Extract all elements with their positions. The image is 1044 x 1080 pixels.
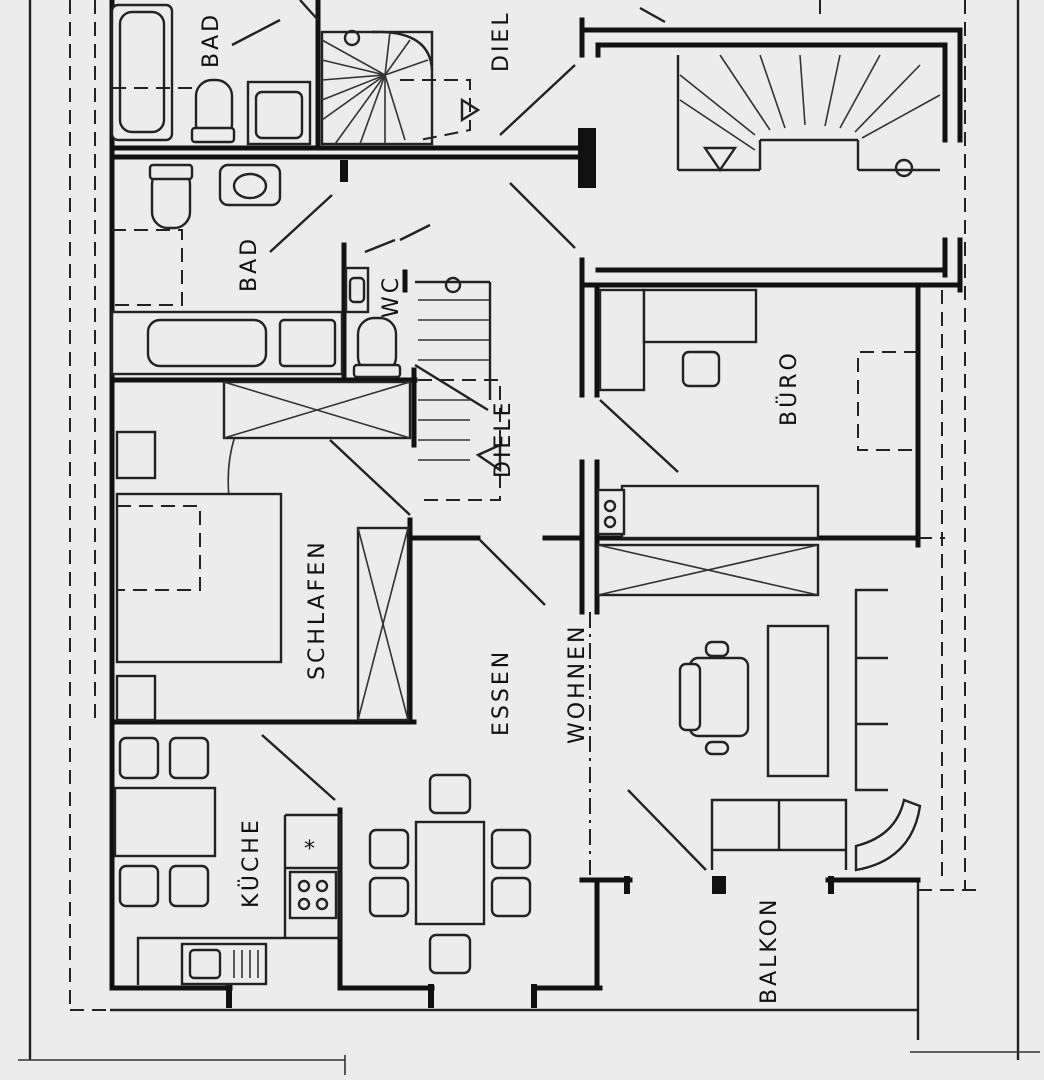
coffee-table-icon [766, 624, 830, 778]
dashed-outlines [69, 0, 980, 1011]
chair-icon [168, 864, 210, 908]
dining-furniture [368, 773, 532, 975]
chair-icon [118, 864, 160, 908]
chair-icon [118, 736, 160, 780]
diele-stairs [414, 276, 502, 501]
chair-icon [681, 350, 721, 388]
room-label-diele: DIELE [491, 400, 516, 479]
chair-icon [368, 828, 410, 870]
nightstand-icon [115, 430, 157, 480]
desk-icon [620, 484, 820, 540]
corner-sofa-icon [854, 798, 922, 872]
room-label-buero: BÜRO [776, 350, 802, 426]
room-label-wc: WC [379, 275, 404, 318]
middle-bathroom-fixtures [110, 163, 344, 376]
chair-icon [368, 876, 410, 918]
nightstand-icon [115, 674, 157, 722]
stove-icon [288, 870, 338, 920]
upper-left-stairs [320, 29, 481, 146]
walls [109, 0, 963, 1008]
room-label-kueche: KÜCHE [238, 817, 264, 908]
outer-boundary-lines [18, 0, 1040, 1075]
room-labels: BAD DIEL BAD WC DIELE BÜRO SCHLAFEN ESSE… [199, 10, 802, 1004]
sofa-icon [854, 588, 888, 792]
upper-bathroom-fixtures [110, 3, 312, 146]
wc-fixtures [344, 266, 402, 379]
room-label-essen: ESSEN [489, 649, 514, 736]
bedroom-furniture [115, 380, 412, 722]
room-label-wohnen: WOHNEN [565, 624, 590, 744]
upper-right-stairs [676, 54, 941, 178]
stove-symbol: * [304, 837, 318, 862]
shelf-icon [598, 288, 646, 392]
room-label-bad: BAD [237, 236, 262, 292]
buero-furniture [596, 288, 918, 540]
dining-table-icon [414, 820, 486, 926]
chair-icon [490, 828, 532, 870]
kitchen-furniture: * [113, 736, 342, 986]
kitchen-table-icon [113, 786, 217, 858]
chair-icon [168, 736, 210, 780]
chair-icon [428, 773, 472, 815]
desk-icon [642, 288, 758, 344]
wohnen-furniture [596, 543, 922, 872]
room-label-schlafen: SCHLAFEN [305, 539, 330, 680]
chair-icon [490, 876, 532, 918]
room-label-balkon: BALKON [757, 897, 782, 1004]
chair-icon [428, 933, 472, 975]
room-label-diele-upper: DIEL [489, 10, 514, 72]
room-label-bad-upper: BAD [199, 12, 224, 68]
